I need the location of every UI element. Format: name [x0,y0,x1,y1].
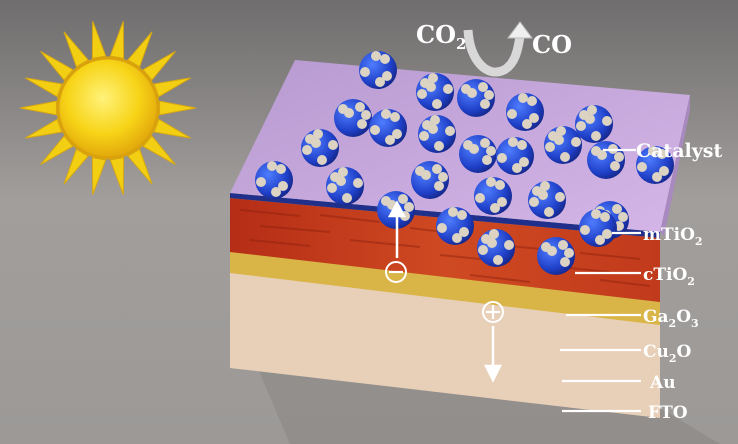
catalyst-particle [369,109,407,147]
sun-ray [127,148,153,185]
catalyst-particle [528,181,566,219]
electron-arrow [387,200,407,258]
sun-ray [40,135,74,166]
catalyst-particle [457,79,495,117]
sun-ray [25,118,63,139]
catalyst-label: Catalyst [636,140,722,162]
sun-ray [91,21,107,59]
au-layer [230,248,660,325]
catalyst-particle [496,137,534,175]
sun-ray [25,77,63,98]
sun-ray [142,50,176,81]
catalyst-particles [255,51,674,275]
sun-ray [159,100,197,116]
sun-icon [19,21,197,195]
catalyst-particle [418,115,456,153]
sun-ray [109,157,125,195]
catalyst-edge [660,95,690,236]
catalyst-particle [334,99,372,137]
electron-symbol [385,261,407,283]
catalyst-particle [587,141,625,179]
au-label: Au [649,373,676,393]
reactant-label: CO2 [416,20,466,53]
catalyst-particle [255,161,293,199]
catalyst-particle [459,135,497,173]
cu2o-label: Cu2O [643,342,692,365]
catalyst-particle [416,73,454,111]
sun-ray [127,31,153,68]
catalyst-particle [544,126,582,164]
hole-arrow [483,326,503,383]
catalyst-particle [575,105,613,143]
sun-ray [153,77,191,98]
catalyst-particle [636,146,674,184]
sun-ray [63,148,89,185]
fto-label: FTO [648,403,688,423]
sun-ray [63,31,89,68]
ctio2-label: cTiO2 [643,265,695,288]
catalyst-particle [579,209,617,247]
catalyst-particle [301,129,339,167]
catalyst-particle [326,167,364,205]
catalyst-particle [436,207,474,245]
sun-ray [142,135,176,166]
catalyst-particle [477,229,515,267]
fto-layer [230,268,660,418]
sun-ray [91,157,107,195]
product-label: CO [532,30,572,59]
sun-ray [153,118,191,139]
label-leaders [560,148,641,413]
co2-conversion-arrow [463,21,533,77]
catalyst-particle [537,237,575,275]
sun-ray [19,100,57,116]
mtio2-label: mTiO2 [643,225,703,248]
hole-symbol [482,301,504,323]
catalyst-particle [506,93,544,131]
catalyst-particle [411,161,449,199]
sun-ray [109,21,125,59]
catalyst-particle [359,51,397,89]
catalyst-particle [474,177,512,215]
ga2o3-label: Ga2O3 [643,307,699,330]
cu2o-layer [230,198,660,302]
sun-ray [40,50,74,81]
